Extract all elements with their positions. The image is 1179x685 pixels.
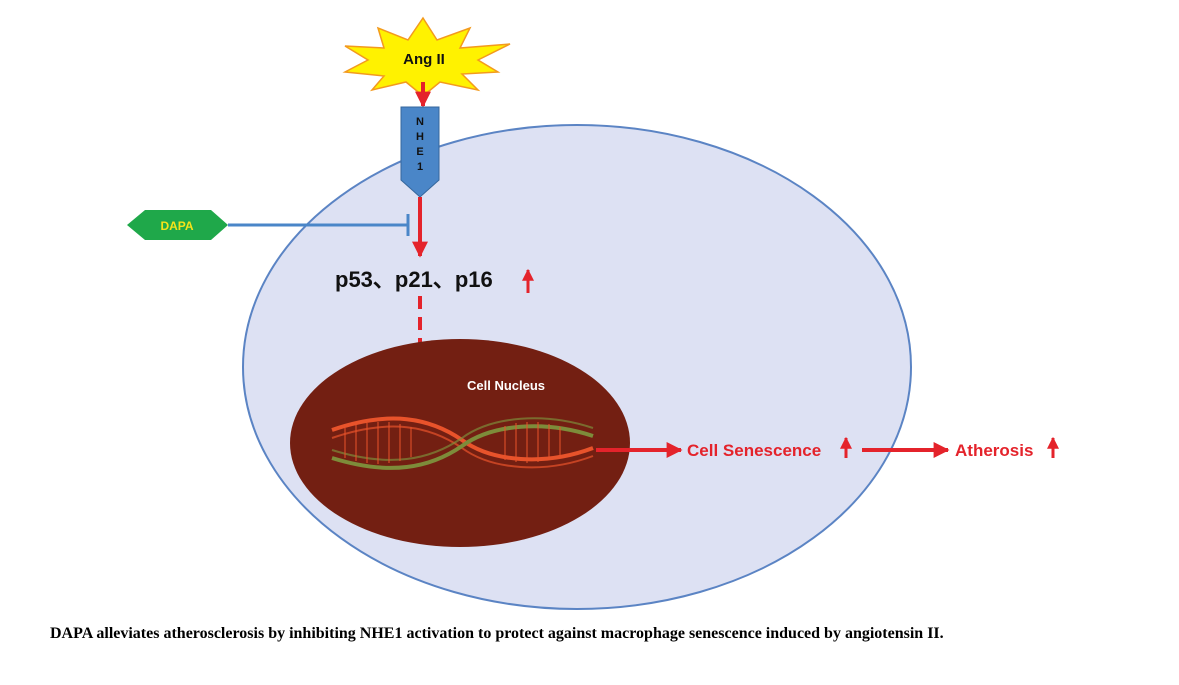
cell-body bbox=[242, 124, 912, 610]
dapa-inhibitor: DAPA bbox=[127, 210, 228, 240]
cell-nucleus bbox=[290, 339, 630, 547]
nhe1-letter-h: H bbox=[416, 131, 424, 143]
figure-caption: DAPA alleviates atherosclerosis by inhib… bbox=[50, 625, 944, 642]
nhe1-receptor: N H E 1 bbox=[400, 106, 440, 198]
nucleus-label: Cell Nucleus bbox=[467, 378, 545, 393]
ang-ii-star: Ang II bbox=[342, 16, 511, 97]
nhe1-letter-n: N bbox=[416, 116, 424, 128]
cell-senescence-label: Cell Senescence bbox=[687, 441, 821, 460]
markers-label: p53、p21、p16 bbox=[335, 267, 493, 292]
nhe1-letter-1: 1 bbox=[417, 161, 423, 173]
dapa-label: DAPA bbox=[160, 219, 193, 233]
dna-helix bbox=[331, 416, 594, 470]
ang-ii-label: Ang II bbox=[403, 51, 445, 68]
nhe1-letter-e: E bbox=[416, 146, 423, 158]
atherosis-label: Atherosis bbox=[955, 441, 1033, 460]
